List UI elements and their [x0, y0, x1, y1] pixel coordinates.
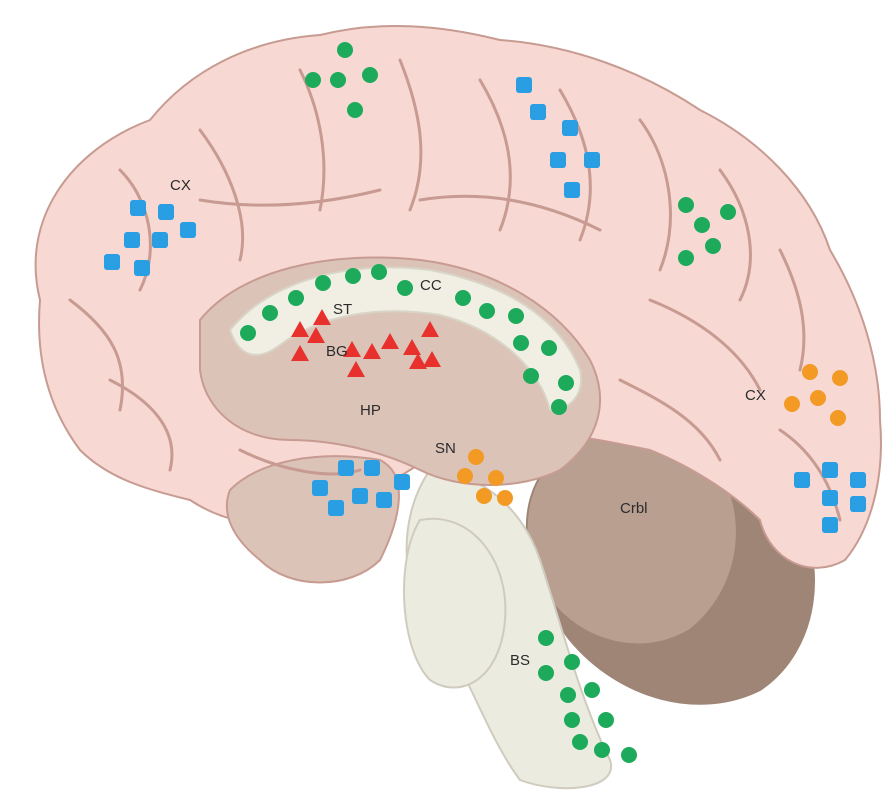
orange-circle-marker [476, 488, 492, 504]
green-circle-marker [584, 682, 600, 698]
green-circle-marker [572, 734, 588, 750]
green-circle-marker [315, 275, 331, 291]
green-circle-marker [678, 197, 694, 213]
green-circle-marker [305, 72, 321, 88]
green-circle-marker [288, 290, 304, 306]
blue-square-marker [850, 472, 866, 488]
green-circle-marker [397, 280, 413, 296]
blue-square-marker [134, 260, 150, 276]
blue-square-marker [328, 500, 344, 516]
orange-circle-marker [784, 396, 800, 412]
green-circle-marker [598, 712, 614, 728]
green-circle-marker [345, 268, 361, 284]
orange-circle-marker [830, 410, 846, 426]
green-circle-marker [560, 687, 576, 703]
blue-square-marker [516, 77, 532, 93]
blue-square-marker [376, 492, 392, 508]
blue-square-marker [130, 200, 146, 216]
green-circle-marker [538, 665, 554, 681]
label-cx-left: CX [170, 177, 191, 194]
blue-square-marker [822, 462, 838, 478]
blue-square-marker [158, 204, 174, 220]
orange-circle-marker [497, 490, 513, 506]
label-hp: HP [360, 402, 381, 419]
green-circle-marker [240, 325, 256, 341]
label-bs: BS [510, 652, 530, 669]
blue-square-marker [394, 474, 410, 490]
label-cx-right: CX [745, 387, 766, 404]
orange-circle-marker [468, 449, 484, 465]
orange-circle-marker [488, 470, 504, 486]
label-st: ST [333, 301, 352, 318]
blue-square-marker [562, 120, 578, 136]
green-circle-marker [678, 250, 694, 266]
blue-square-marker [338, 460, 354, 476]
orange-circle-marker [810, 390, 826, 406]
green-circle-marker [564, 712, 580, 728]
blue-square-marker [124, 232, 140, 248]
blue-square-marker [584, 152, 600, 168]
blue-square-marker [564, 182, 580, 198]
green-circle-marker [564, 654, 580, 670]
green-circle-marker [551, 399, 567, 415]
green-circle-marker [330, 72, 346, 88]
green-circle-marker [371, 264, 387, 280]
blue-square-marker [352, 488, 368, 504]
orange-circle-marker [832, 370, 848, 386]
green-circle-marker [538, 630, 554, 646]
blue-square-marker [822, 517, 838, 533]
green-circle-marker [621, 747, 637, 763]
green-circle-marker [558, 375, 574, 391]
blue-square-marker [550, 152, 566, 168]
orange-circle-marker [802, 364, 818, 380]
blue-square-marker [152, 232, 168, 248]
label-bg: BG [326, 343, 348, 360]
label-sn: SN [435, 440, 456, 457]
blue-square-marker [104, 254, 120, 270]
green-circle-marker [594, 742, 610, 758]
blue-square-marker [850, 496, 866, 512]
blue-square-marker [180, 222, 196, 238]
green-circle-marker [705, 238, 721, 254]
green-circle-marker [479, 303, 495, 319]
label-crbl: Crbl [620, 500, 648, 517]
green-circle-marker [347, 102, 363, 118]
green-circle-marker [262, 305, 278, 321]
green-circle-marker [541, 340, 557, 356]
blue-square-marker [312, 480, 328, 496]
blue-square-marker [794, 472, 810, 488]
green-circle-marker [720, 204, 736, 220]
orange-circle-marker [457, 468, 473, 484]
green-circle-marker [508, 308, 524, 324]
blue-square-marker [530, 104, 546, 120]
green-circle-marker [362, 67, 378, 83]
green-circle-marker [455, 290, 471, 306]
blue-square-marker [364, 460, 380, 476]
blue-square-marker [822, 490, 838, 506]
green-circle-marker [337, 42, 353, 58]
green-circle-marker [694, 217, 710, 233]
green-circle-marker [513, 335, 529, 351]
label-cc: CC [420, 277, 442, 294]
green-circle-marker [523, 368, 539, 384]
